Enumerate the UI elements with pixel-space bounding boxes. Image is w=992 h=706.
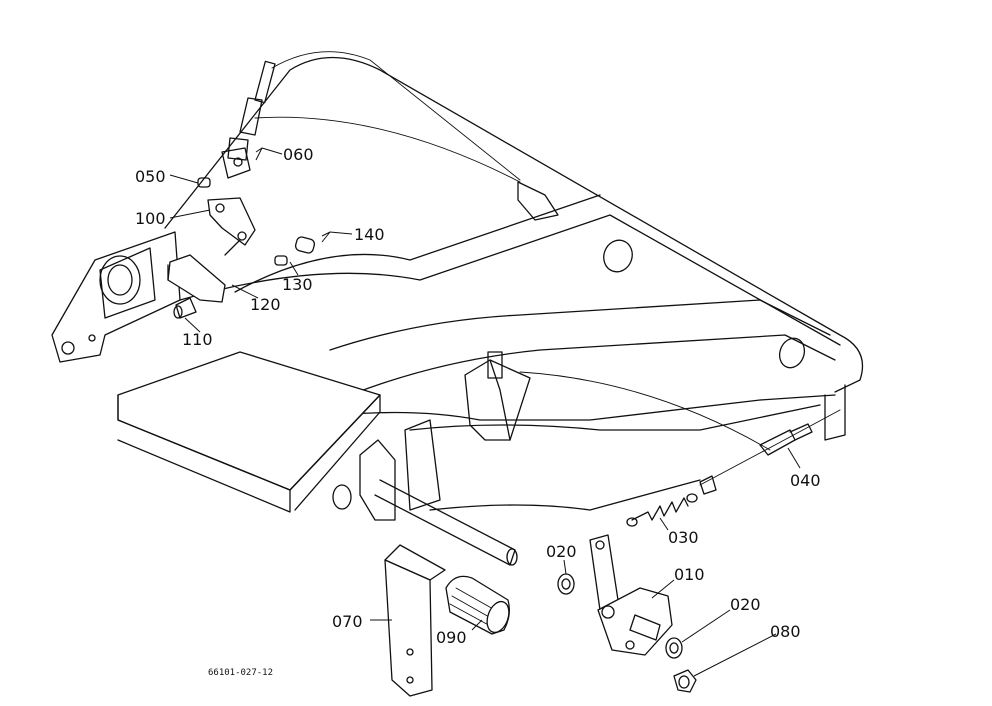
figure-code: 66101-027-12 [208,668,273,678]
step-plate [117,351,381,513]
callout-020-right: 020 [730,595,761,614]
center-bracket [464,351,531,441]
washer-020-left [557,573,575,595]
pedal-arm-070 [384,544,446,697]
callout-090: 090 [436,628,467,647]
pin-140 [294,236,316,254]
callout-020-left: 020 [546,542,577,561]
lever-arm-010 [589,534,673,656]
cable-040 [519,371,841,495]
callout-100: 100 [135,209,166,228]
bolt-080 [673,669,697,693]
callout-120: 120 [250,295,281,314]
arm-plate-100 [207,197,256,256]
callout-050: 050 [135,167,166,186]
callout-010: 010 [674,565,705,584]
callout-labels: 050 060 100 140 130 120 110 040 030 020 … [135,145,821,678]
callout-080: 080 [770,622,801,641]
left-bracket-plate [51,231,181,363]
bracket-120 [167,254,226,303]
callout-110: 110 [182,330,213,349]
callout-130: 130 [282,275,313,294]
callout-040: 040 [790,471,821,490]
callout-070: 070 [332,612,363,631]
cable-clevis-060 [221,147,251,179]
callout-140: 140 [354,225,385,244]
pin-130 [274,255,288,266]
callout-060: 060 [283,145,314,164]
washer-020-right [665,637,683,659]
pedal-shaft [332,419,518,566]
pin-110 [173,297,197,319]
throttle-cable-upper [227,51,559,221]
pedal-rubber-090 [445,575,510,635]
spring-030 [626,493,698,527]
leader-lines [169,147,801,677]
callout-030: 030 [668,528,699,547]
